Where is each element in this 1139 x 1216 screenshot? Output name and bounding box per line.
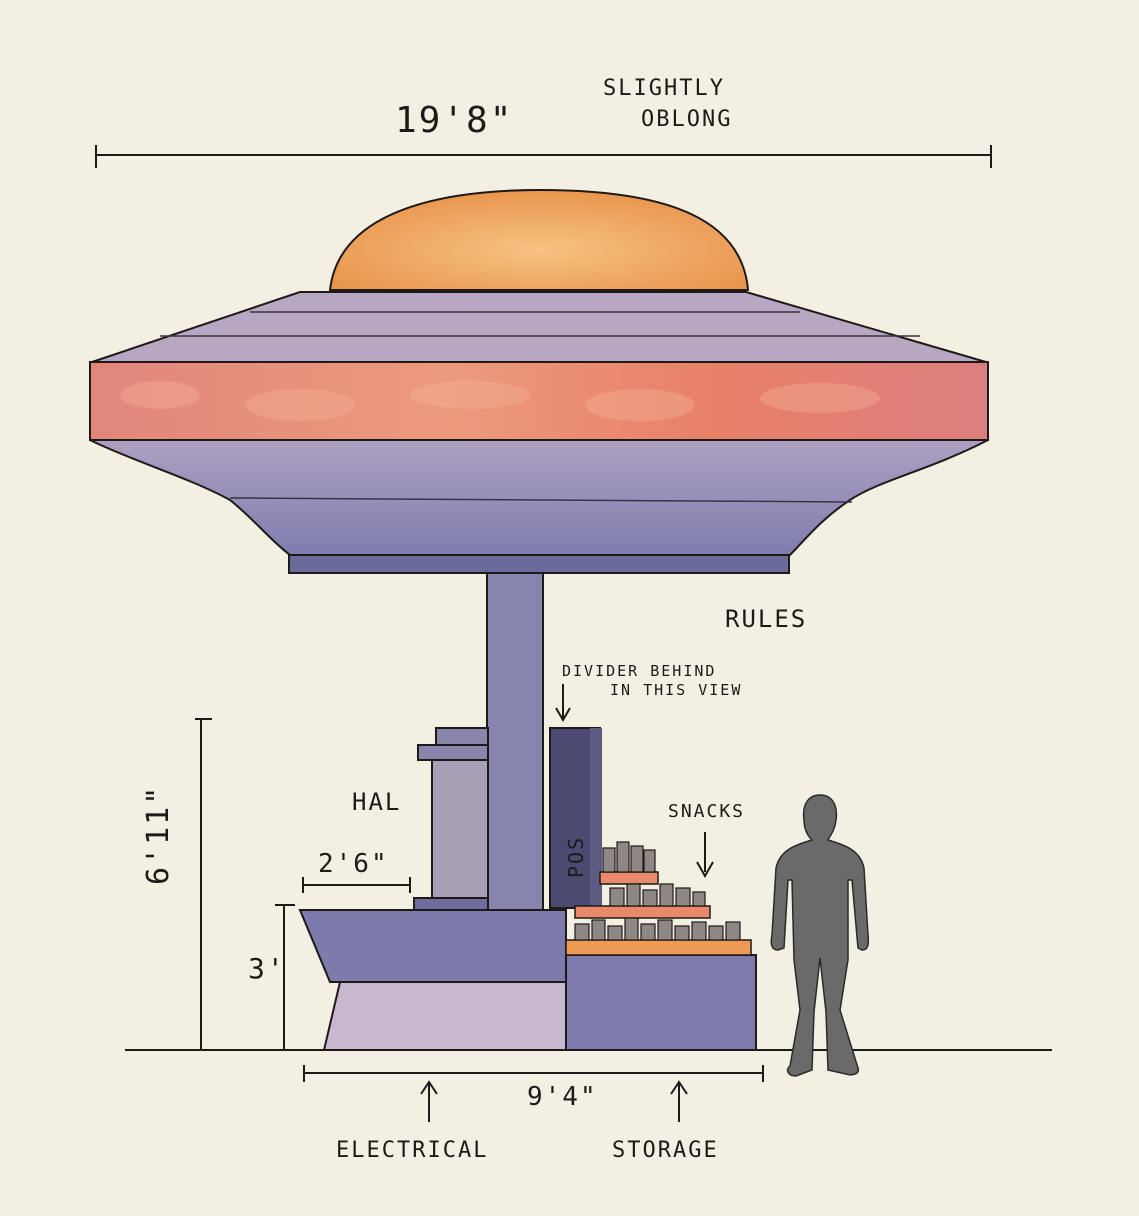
counter-height-label: 3' — [248, 952, 286, 985]
electrical-label: ELECTRICAL — [336, 1138, 488, 1163]
pos-terminal: POS — [549, 727, 602, 909]
snacks-callout: SNACKS — [668, 801, 745, 879]
snack-display — [565, 841, 752, 956]
snacks-label: SNACKS — [668, 801, 745, 822]
base-width-label: 9'4" — [527, 1082, 598, 1112]
total-height-dimension: 6'11" — [141, 718, 212, 1050]
pos-label: POS — [564, 836, 588, 878]
hal-label: HAL — [352, 788, 401, 816]
overall-width-label: 19'8" — [395, 100, 513, 141]
storage-label: STORAGE — [612, 1138, 719, 1163]
canopy-upper-slope — [91, 291, 987, 363]
divider-callout: DIVIDER BEHIND IN THIS VIEW — [555, 662, 742, 722]
counter-height-dimension: 3' — [248, 904, 295, 1050]
overall-width-dimension: 19'8" — [95, 100, 992, 168]
storage-cabinet — [565, 954, 757, 1051]
shape-note: SLIGHTLY OBLONG — [603, 76, 732, 132]
counter-base — [322, 981, 567, 1051]
canopy-base-plate — [288, 554, 790, 574]
divider-note-line1: DIVIDER BEHIND — [562, 662, 716, 680]
base-width-dimension: 9'4" — [303, 1065, 764, 1112]
canopy-lower-slope — [89, 439, 989, 556]
canopy-dome — [328, 188, 750, 291]
counter-depth-label: 2'6" — [318, 849, 389, 879]
shape-note-line1: SLIGHTLY — [603, 76, 725, 101]
canopy-glow-band — [89, 361, 989, 441]
counter-depth-dimension: 2'6" — [302, 849, 411, 893]
counter-top — [298, 909, 567, 983]
hal-unit — [413, 727, 489, 911]
human-scale-figure — [770, 794, 870, 1077]
total-height-label: 6'11" — [141, 785, 176, 885]
shape-note-line2: OBLONG — [641, 107, 732, 132]
electrical-callout: ELECTRICAL — [336, 1080, 488, 1163]
support-column — [486, 572, 544, 912]
rules-note: RULES — [725, 605, 807, 633]
divider-note-line2: IN THIS VIEW — [610, 681, 742, 699]
storage-callout: STORAGE — [612, 1080, 719, 1163]
